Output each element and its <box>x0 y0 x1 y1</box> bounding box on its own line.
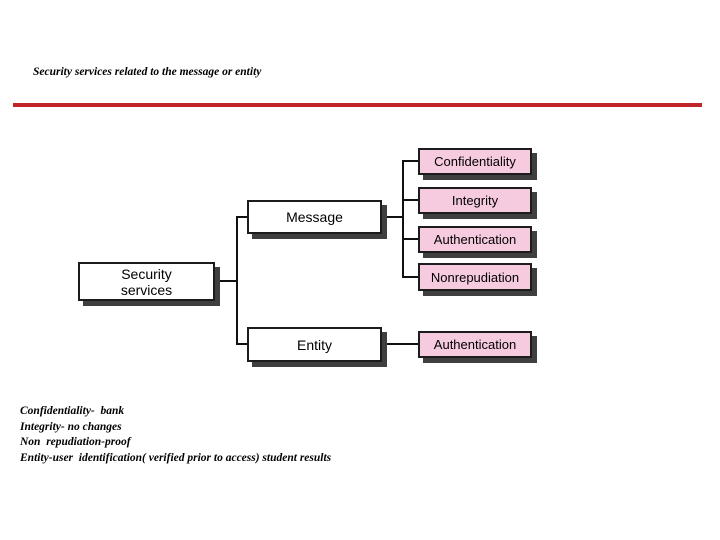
connector-message-horizontal <box>382 216 402 218</box>
connector-confidentiality-stub <box>402 160 418 162</box>
connector-message-stub <box>236 216 247 218</box>
connector-entity-stub <box>236 343 247 345</box>
node-security-services: Security services <box>78 262 215 301</box>
node-authentication-message: Authentication <box>418 226 532 253</box>
connector-entity-authentication <box>382 343 418 345</box>
node-message: Message <box>247 200 382 234</box>
connector-integrity-stub <box>402 199 418 201</box>
note-confidentiality: Confidentiality- bank <box>20 405 125 417</box>
connector-leaf-vertical <box>402 160 404 278</box>
notes: Confidentiality- bank Integrity- no chan… <box>20 404 331 466</box>
connector-branch-vertical <box>236 216 238 345</box>
connector-authentication-stub <box>402 238 418 240</box>
node-nonrepudiation: Nonrepudiation <box>418 263 532 291</box>
connector-nonrepudiation-stub <box>402 276 418 278</box>
title-divider <box>13 103 702 107</box>
page-title: Security services related to the message… <box>33 66 262 78</box>
node-integrity: Integrity <box>418 187 532 214</box>
note-nonrepudiation: Non repudiation-proof <box>20 436 131 448</box>
node-authentication-entity: Authentication <box>418 331 532 358</box>
connector-root-horizontal <box>215 280 238 282</box>
note-entity: Entity-user identification( verified pri… <box>20 451 332 464</box>
note-integrity: Integrity- no changes <box>20 420 122 433</box>
node-entity: Entity <box>247 327 382 362</box>
node-confidentiality: Confidentiality <box>418 148 532 175</box>
